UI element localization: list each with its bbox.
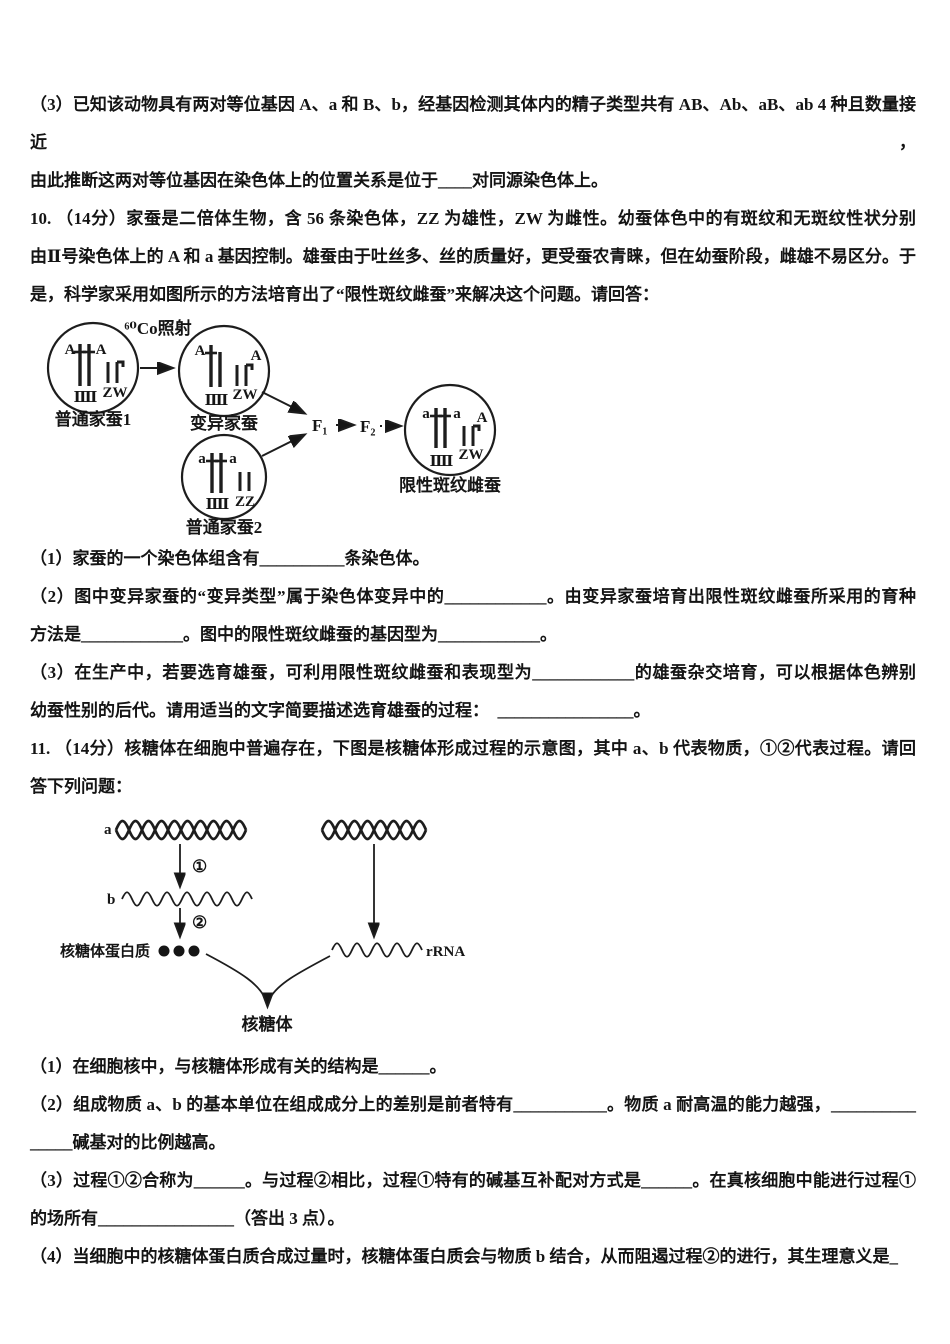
sex-chromosome-label: ZW [102, 385, 127, 401]
text-line: （1）家蚕的一个染色体组含有__________条染色体。 [30, 549, 430, 568]
question-10-intro: 10. （14分）家蚕是二倍体生物，含 56 条染色体，ZZ 为雄性，ZW 为雌… [30, 200, 916, 314]
gene-label: a [422, 406, 430, 422]
text-line: 方法是____________。图中的限性斑纹雌蚕的基因型为__________… [30, 625, 557, 644]
exam-page: （3）已知该动物具有两对等位基因 A、a 和 B、b，经基因检测其体内的精子类型… [30, 86, 916, 1276]
chromosome-number-label: Ⅱ [206, 497, 219, 513]
cell4-caption: 限性斑纹雌蚕 [399, 475, 501, 495]
cell-mutant-silkworm: A Ⅱ Ⅱ A ZW [177, 324, 271, 418]
gene-on-w-label: A [477, 410, 488, 426]
cell3-caption: 普通家蚕2 [186, 517, 263, 537]
substance-b-label: b [107, 892, 115, 908]
rrna-strand [331, 942, 423, 958]
text-line: 答下列问题： [30, 777, 132, 796]
chromosome-number-label: Ⅱ [217, 497, 230, 513]
cobalt60-irradiation-label: ⁶⁰Co照射 [124, 318, 191, 338]
question-10-items: （1）家蚕的一个染色体组含有__________条染色体。 （2）图中变异家蚕的… [30, 540, 916, 730]
chromosome-number-label: Ⅱ [216, 393, 229, 409]
text-line: 由Ⅱ号染色体上的 A 和 a 基因控制。雄蚕由于吐丝多、丝的质量好，更受蚕农青睐… [30, 247, 916, 266]
cell-membrane-circle [177, 324, 271, 418]
gene-on-w-label: A [251, 348, 262, 364]
text-line: （3）过程①②合称为______。与过程②相比，过程①特有的碱基互补配对方式是_… [30, 1171, 916, 1190]
helix-strand [114, 819, 248, 841]
chromosome-number-label: Ⅱ [441, 454, 454, 470]
gene-label: A [65, 342, 76, 358]
text-line: 10. （14分）家蚕是二倍体生物，含 56 条染色体，ZZ 为雄性，ZW 为雌… [30, 209, 916, 228]
text-line: （1）在细胞核中，与核糖体形成有关的结构是______。 [30, 1057, 447, 1076]
gene-label: A [96, 342, 107, 358]
chromosome-number-label: Ⅱ [85, 390, 98, 406]
assembly-curve-left [205, 953, 266, 999]
cell-membrane-circle [403, 383, 497, 477]
cell-membrane-circle [46, 321, 140, 415]
w-chromosome-with-A [244, 363, 254, 386]
w-chromosome [115, 360, 125, 383]
cell2-caption: 变异家蚕 [190, 413, 258, 433]
dna-helix-right [320, 819, 428, 841]
protein-dot [158, 945, 170, 957]
rna-strand-b [121, 891, 253, 907]
text-line: （2）图中变异家蚕的“变异类型”属于染色体变异中的____________。由变… [30, 587, 916, 606]
sex-chromosome-label: ZZ [235, 494, 255, 510]
dna-helix-left [114, 819, 248, 841]
gene-label: A [195, 343, 206, 359]
gene-label: a [229, 451, 237, 467]
cell-normal-silkworm-2: a a Ⅱ Ⅱ ZZ [180, 433, 268, 521]
ribosome-protein-label: 核糖体蛋白质 [60, 942, 150, 960]
arrow-cross-bottom [261, 435, 304, 457]
chromosome-number-label: Ⅱ [205, 393, 218, 409]
gene-label: a [453, 406, 461, 422]
protein-dot [173, 945, 185, 957]
process-2-label: ② [192, 913, 207, 932]
f1-label: F₁ [312, 416, 327, 435]
question-11-intro: 11. （14分）核糖体在细胞中普遍存在，下图是核糖体形成过程的示意图，其中 a… [30, 730, 916, 806]
text-line: （3）已知该动物具有两对等位基因 A、a 和 B、b，经基因检测其体内的精子类型… [30, 95, 916, 152]
text-line: 的场所有________________（答出 3 点）。 [30, 1209, 345, 1228]
sex-chromosome-label: ZW [232, 387, 257, 403]
chromosome-number-label: Ⅱ [430, 454, 443, 470]
cell-normal-silkworm-1: A A Ⅱ Ⅱ ZW [46, 321, 140, 415]
text-line: 11. （14分）核糖体在细胞中普遍存在，下图是核糖体形成过程的示意图，其中 a… [30, 739, 916, 758]
rrna-label: rRNA [426, 944, 465, 960]
process-1-label: ① [192, 857, 207, 876]
helix-strand [320, 819, 428, 841]
cell1-caption: 普通家蚕1 [55, 409, 132, 429]
ribosome-formation-diagram: a ① b ② 核糖体蛋白质 [60, 819, 465, 1034]
chromosome-number-label: Ⅱ [74, 390, 87, 406]
sex-chromosome-label: ZW [458, 447, 483, 463]
silkworm-breeding-diagram: ⁶⁰Co照射 A A Ⅱ Ⅱ ZW 普通家蚕1 [46, 318, 501, 537]
text-line: _____碱基对的比例越高。 [30, 1133, 226, 1152]
f2-label: F₂ [360, 417, 375, 436]
text-line: （3）在生产中，若要选育雄蚕，可利用限性斑纹雌蚕和表现型为___________… [30, 663, 916, 682]
cell-sex-limited-female: a a Ⅱ Ⅱ A ZW [403, 383, 497, 477]
cell-membrane-circle [180, 433, 268, 521]
text-line: （2）组成物质 a、b 的基本单位在组成成分上的差别是前者特有_________… [30, 1095, 916, 1114]
text-line: 由此推断这两对等位基因在染色体上的位置关系是位于____对同源染色体上。 [30, 171, 608, 190]
text-line: 幼蚕性别的后代。请用适当的文字简要描述选育雄蚕的过程： ____________… [30, 701, 651, 720]
w-chromosome-with-A [471, 424, 481, 446]
assembly-curve-right [269, 955, 331, 999]
text-line: （4）当细胞中的核糖体蛋白质合成过量时，核糖体蛋白质会与物质 b 结合，从而阻遏… [30, 1247, 898, 1266]
text-line: 是，科学家采用如图所示的方法培育出了“限性斑纹雌蚕”来解决这个问题。请回答： [30, 285, 659, 304]
gene-label: a [198, 451, 206, 467]
ribosome-label: 核糖体 [242, 1014, 294, 1034]
protein-dot [188, 945, 200, 957]
ribosome-protein-dots [158, 945, 200, 957]
question-9-part3: （3）已知该动物具有两对等位基因 A、a 和 B、b，经基因检测其体内的精子类型… [30, 86, 916, 200]
arrow-cross-top [261, 391, 304, 413]
question-11-items: （1）在细胞核中，与核糖体形成有关的结构是______。 （2）组成物质 a、b… [30, 1048, 916, 1276]
substance-a-label: a [104, 822, 112, 838]
